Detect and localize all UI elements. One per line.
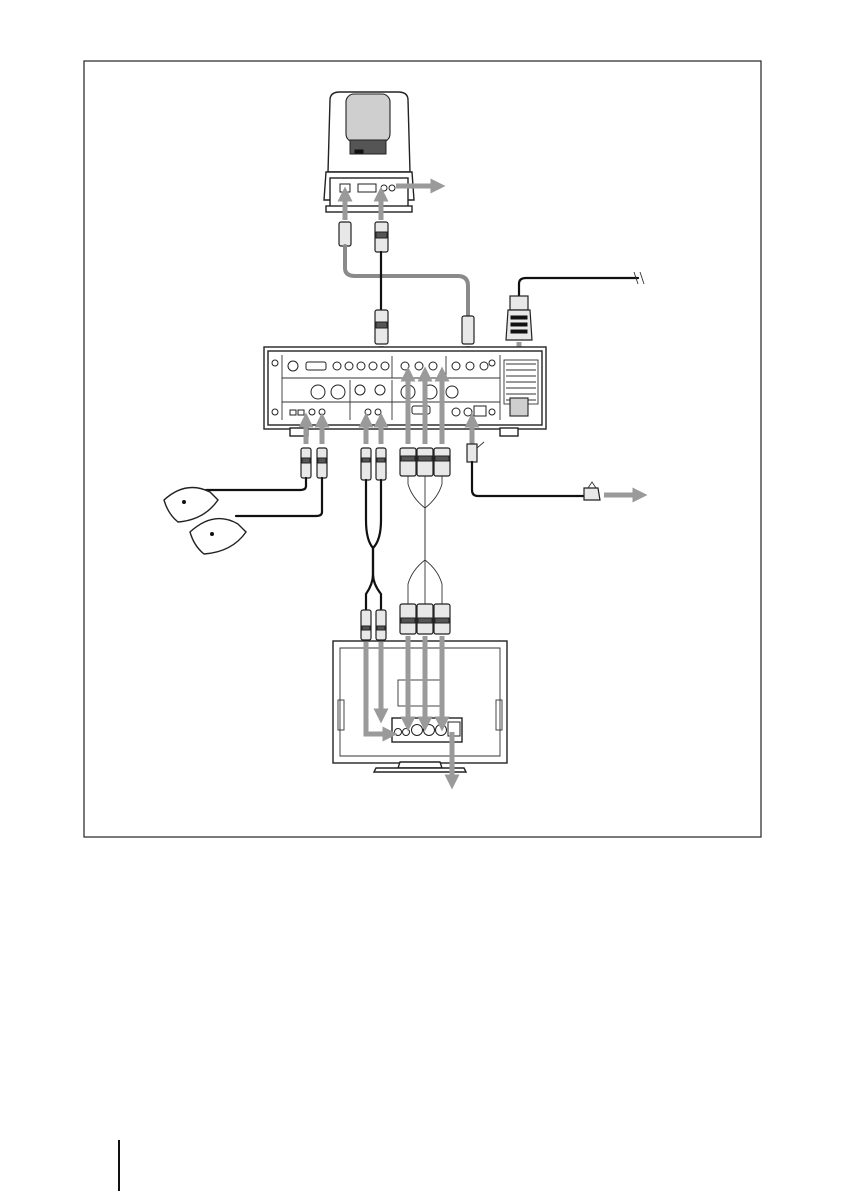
audio-cable	[361, 448, 386, 640]
monitor	[333, 641, 507, 772]
microphone-cables	[206, 448, 327, 516]
page-margin-bar	[118, 1140, 120, 1191]
ptz-camera-icon	[324, 92, 414, 212]
camera-cables	[339, 222, 474, 344]
microphone-2	[190, 519, 246, 554]
lan-cable	[467, 442, 640, 500]
lan-plug-icon	[467, 442, 484, 462]
power-cord	[506, 272, 644, 340]
microphone-icon	[164, 488, 218, 523]
microphone-icon	[190, 519, 246, 554]
camera	[324, 92, 438, 220]
microphone-1	[164, 488, 218, 523]
video-cable	[400, 448, 450, 634]
power-plug-icon	[506, 296, 532, 340]
monitor-icon	[333, 641, 507, 772]
